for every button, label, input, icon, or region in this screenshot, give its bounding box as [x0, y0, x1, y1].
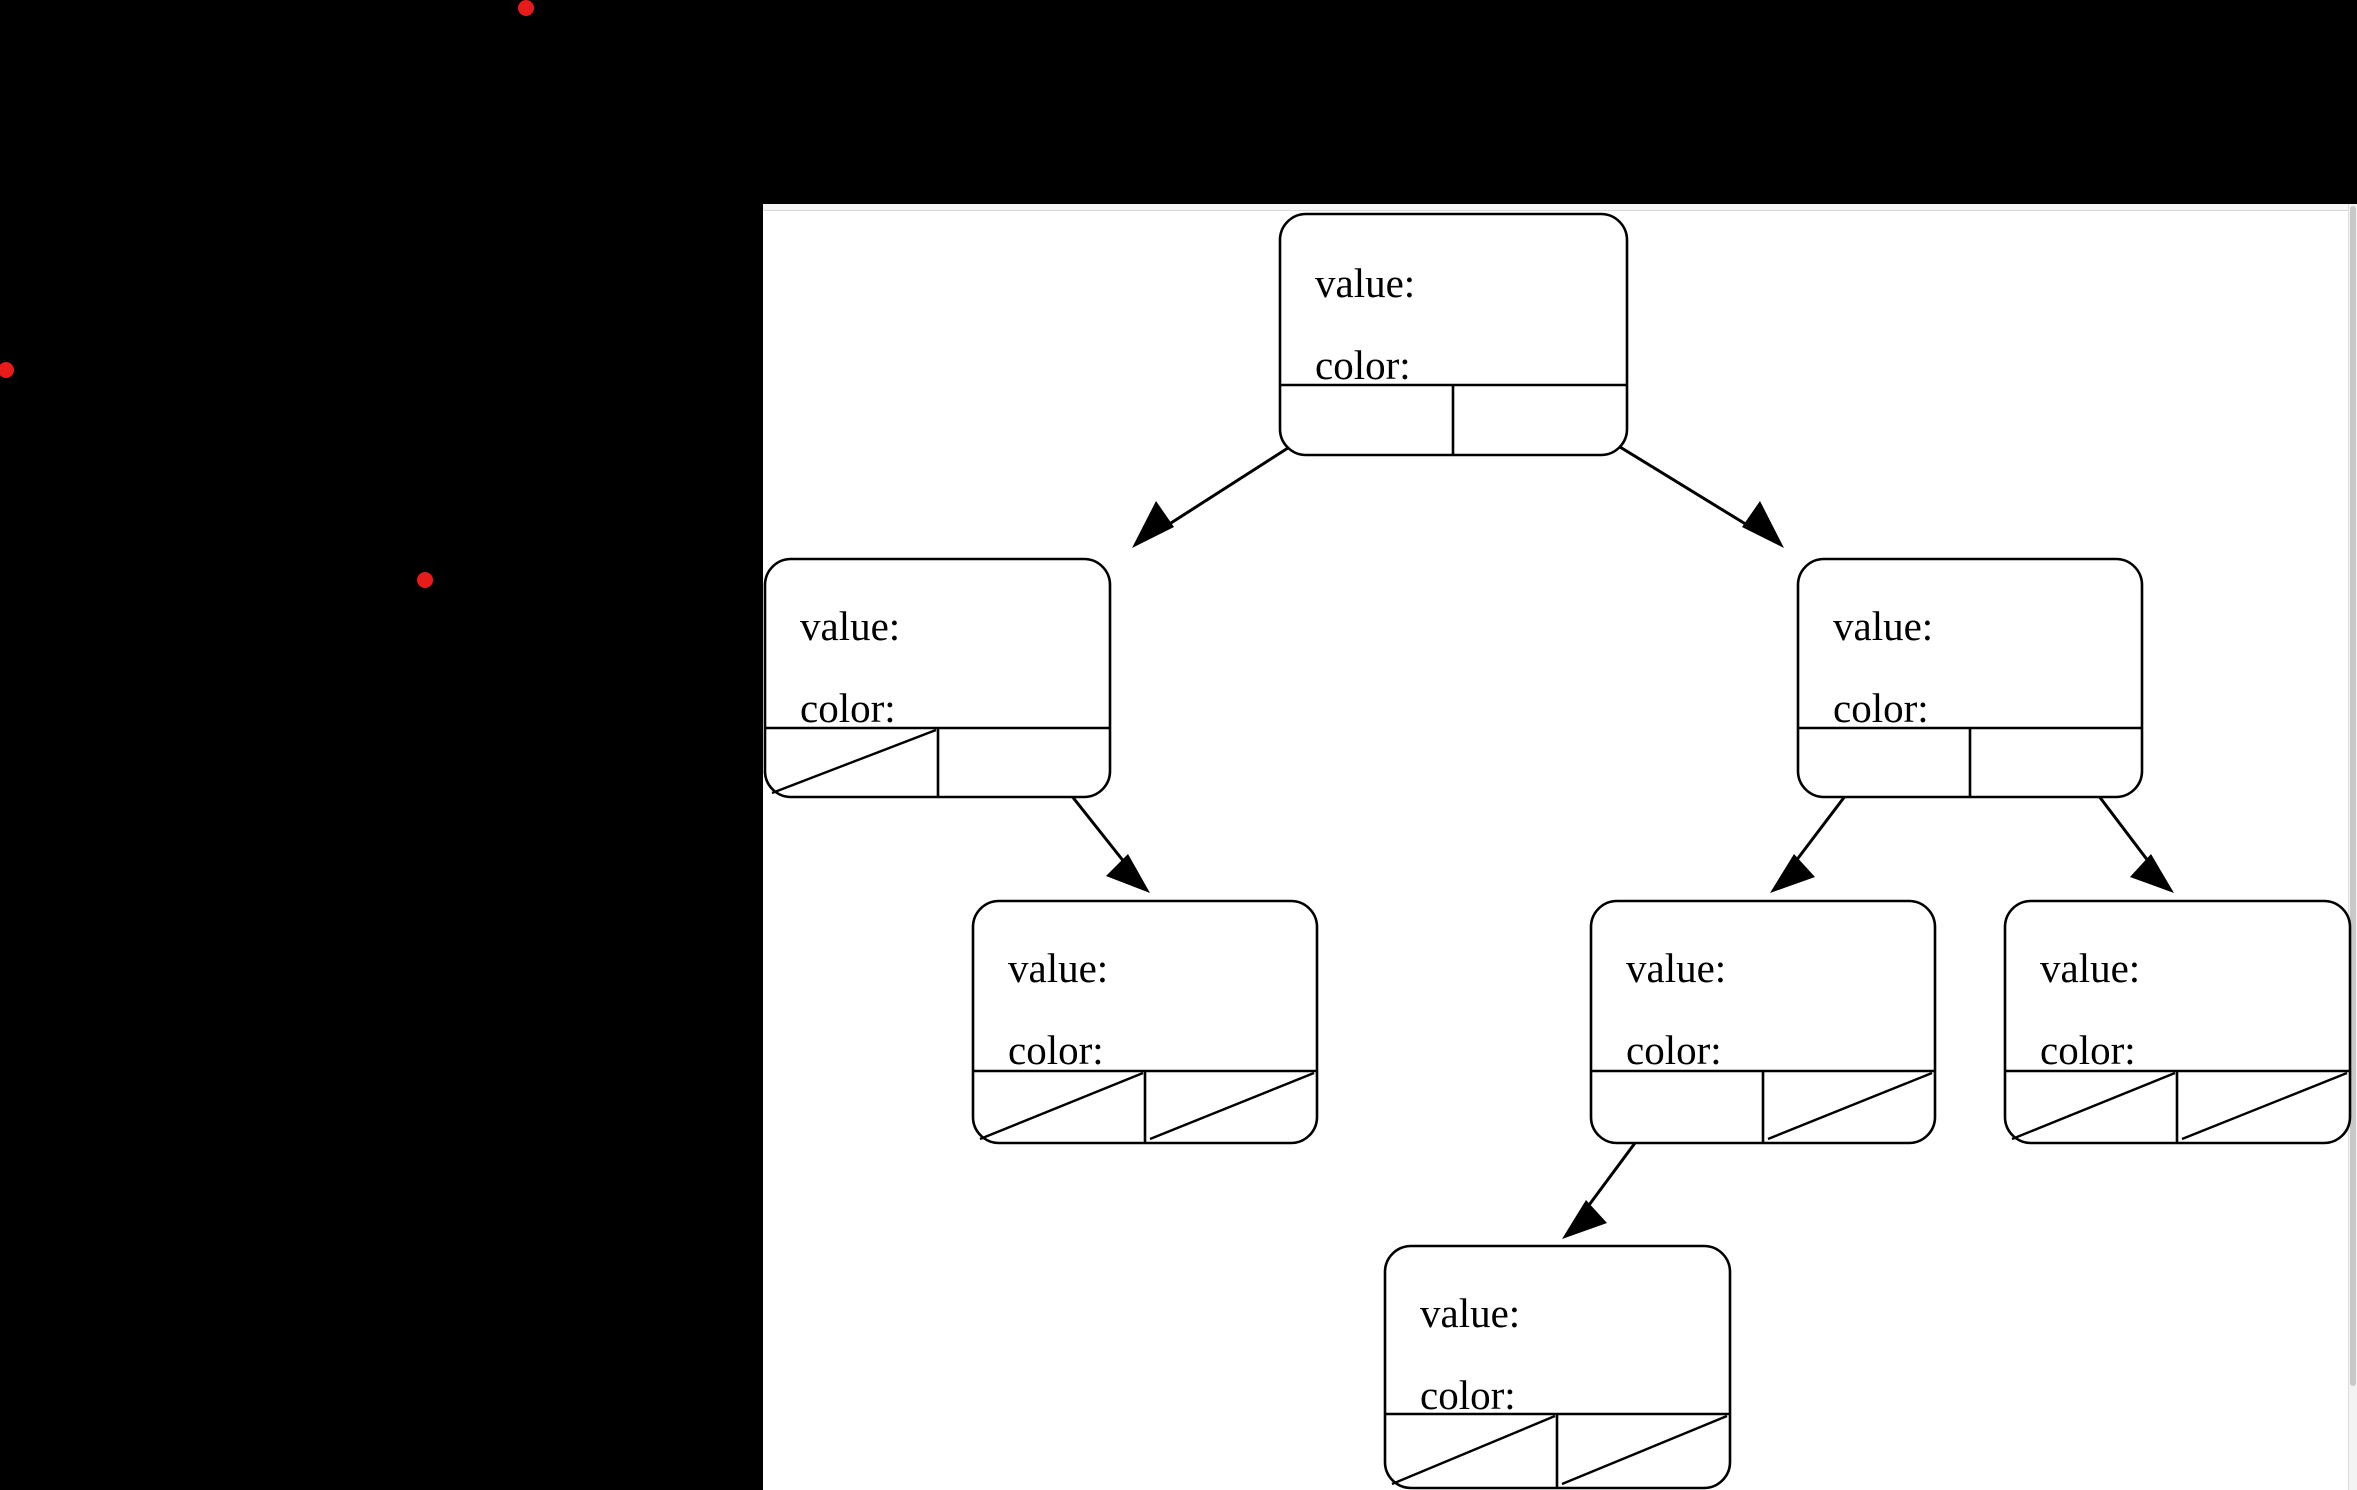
tree-diagram-canvas: value: color: value: color: value: color…	[763, 212, 2352, 1490]
node-value-label: value:	[1833, 603, 1933, 649]
marker-dot-middle	[417, 572, 433, 588]
node-color-label: color:	[2040, 1027, 2136, 1073]
tree-node-deep[interactable]: value: color:	[1383, 1244, 1732, 1490]
tree-node-right[interactable]: value: color:	[1796, 557, 2144, 799]
vertical-scrollbar[interactable]	[2348, 204, 2357, 1490]
node-color-label: color:	[1626, 1027, 1722, 1073]
marker-dot-left	[0, 362, 14, 378]
node-color-label: color:	[1315, 342, 1411, 388]
tree-node-left-right[interactable]: value: color:	[971, 899, 1319, 1145]
null-pointer-slash	[2011, 1071, 2176, 1141]
node-value-label: value:	[1420, 1290, 1520, 1336]
null-pointer-slash	[1391, 1414, 1556, 1486]
tree-node-left[interactable]: value: color:	[763, 557, 1112, 799]
panel-top-strip	[763, 204, 2357, 211]
node-value-label: value:	[1315, 260, 1415, 306]
diagram-panel[interactable]: value: color: value: color: value: color…	[763, 204, 2357, 1490]
node-value-label: value:	[1626, 945, 1726, 991]
null-pointer-slash	[2181, 1071, 2348, 1141]
node-color-label: color:	[1833, 685, 1929, 731]
scrollbar-thumb[interactable]	[2350, 206, 2356, 1386]
node-value-label: value:	[1008, 945, 1108, 991]
tree-node-right-left[interactable]: value: color:	[1589, 899, 1937, 1145]
tree-node-right-right[interactable]: value: color:	[2003, 899, 2352, 1145]
node-value-label: value:	[2040, 945, 2140, 991]
null-pointer-slash	[1767, 1071, 1933, 1141]
node-color-label: color:	[1008, 1027, 1104, 1073]
marker-dot-top	[518, 0, 534, 16]
null-pointer-slash	[771, 728, 937, 795]
tree-node-root[interactable]: value: color:	[1278, 212, 1629, 457]
node-value-label: value:	[800, 603, 900, 649]
null-pointer-slash	[1561, 1414, 1728, 1486]
null-pointer-slash	[979, 1071, 1144, 1141]
node-color-label: color:	[800, 685, 896, 731]
null-pointer-slash	[1149, 1071, 1315, 1141]
node-color-label: color:	[1420, 1372, 1516, 1418]
